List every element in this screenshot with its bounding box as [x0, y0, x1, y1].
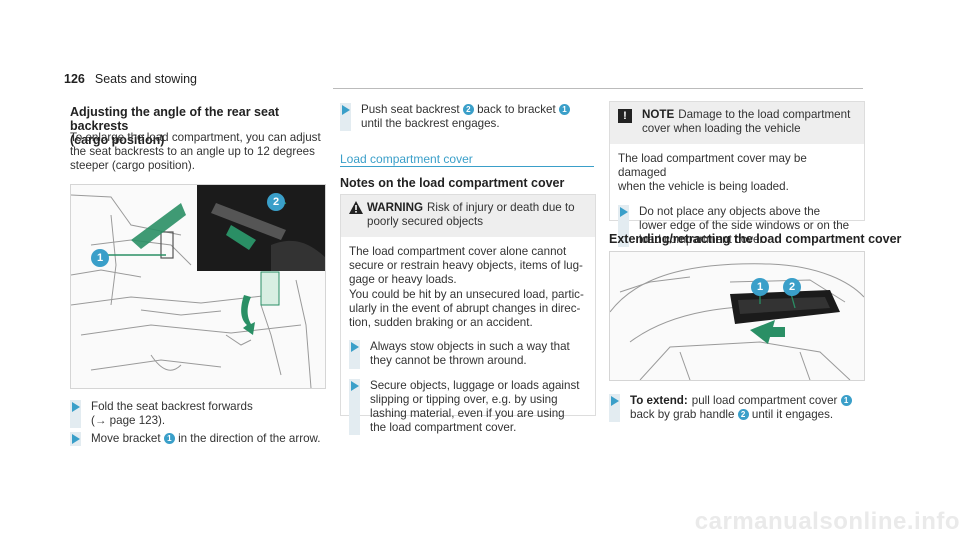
step-fold-backrest: Fold the seat backrest forwards (→ page … [70, 400, 330, 429]
step-arrow-icon [340, 103, 351, 132]
section-title: Seats and stowing [94, 72, 198, 86]
callout-1: 1 [840, 395, 852, 406]
step-arrow-icon [349, 340, 360, 369]
step-stow-objects: Always stow objects in such a way that t… [349, 340, 587, 369]
page-header: 126 Seats and stowing [64, 72, 197, 86]
header-rule [333, 88, 863, 89]
callout-1: 1 [558, 104, 570, 115]
load-cover-illustration: 1 2 [609, 251, 865, 381]
callout-2: 2 [462, 104, 474, 115]
extend-retract-heading: Extending/retracting the load compartmen… [609, 232, 902, 246]
section-heading: Adjusting the angle of the rear seat bac… [70, 105, 280, 147]
link-underline [340, 166, 594, 167]
callout-1: 1 [91, 249, 109, 267]
callout-2: 2 [783, 278, 801, 296]
step-arrow-icon [609, 394, 620, 423]
callout-1: 1 [163, 433, 175, 444]
callout-1: 1 [751, 278, 769, 296]
seat-line-drawing [71, 185, 325, 388]
exclamation-icon: ! [618, 109, 632, 123]
warning-triangle-icon [349, 201, 367, 229]
callout-2: 2 [267, 193, 285, 211]
step-arrow-icon [70, 400, 81, 429]
step-move-bracket: Move bracket 1 in the direction of the a… [70, 432, 334, 447]
intro-paragraph: To enlarge the load compartment, you can… [70, 131, 321, 173]
warning-label: WARNING [367, 201, 424, 214]
seat-backrest-illustration: 1 2 [70, 184, 326, 389]
step-no-objects-above: Do not place any objects above the lower… [618, 204, 856, 248]
step-arrow-icon [618, 204, 629, 248]
step-arrow-icon [70, 432, 81, 447]
step-extend-cover: To extend:pull load compartment cover 1 … [609, 394, 863, 423]
step-secure-objects: Secure objects, luggage or loads against… [349, 378, 587, 436]
callout-2: 2 [737, 409, 749, 421]
notes-heading: Notes on the load compartment cover [340, 176, 565, 190]
note-label: NOTE [642, 108, 675, 121]
load-compartment-cover-link[interactable]: Load compartment cover [340, 152, 473, 166]
step-arrow-icon [349, 378, 360, 436]
watermark: carmanualsonline.info [694, 508, 960, 535]
trunk-line-drawing [610, 263, 864, 380]
step-push-backrest: Push seat backrest 2 back to bracket 1 u… [340, 103, 594, 132]
page-number: 126 [64, 72, 85, 86]
